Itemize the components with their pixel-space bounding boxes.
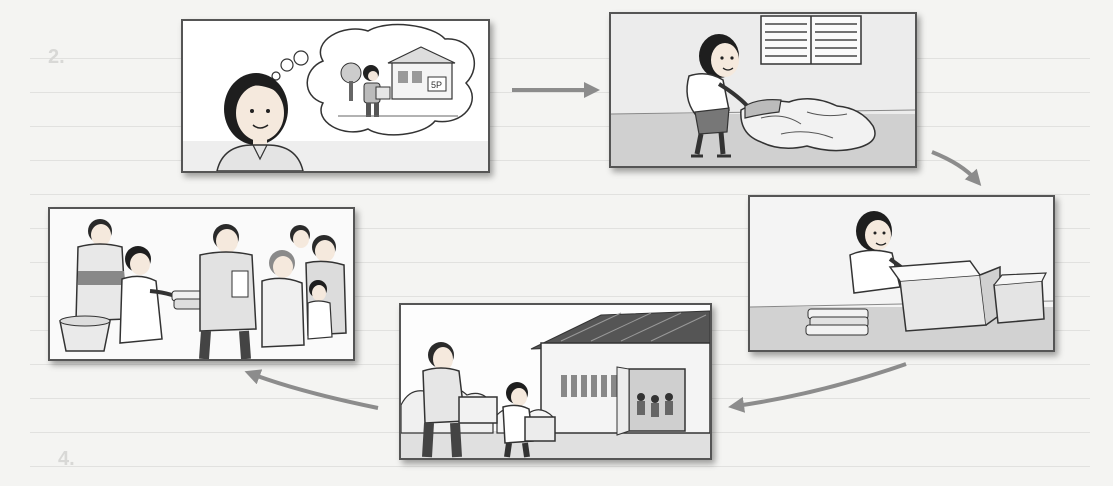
arrow-panel2-to-panel3 [932, 152, 976, 180]
arrow-panel4-to-panel5 [252, 374, 378, 408]
arrow-panel3-to-panel4 [736, 364, 906, 406]
